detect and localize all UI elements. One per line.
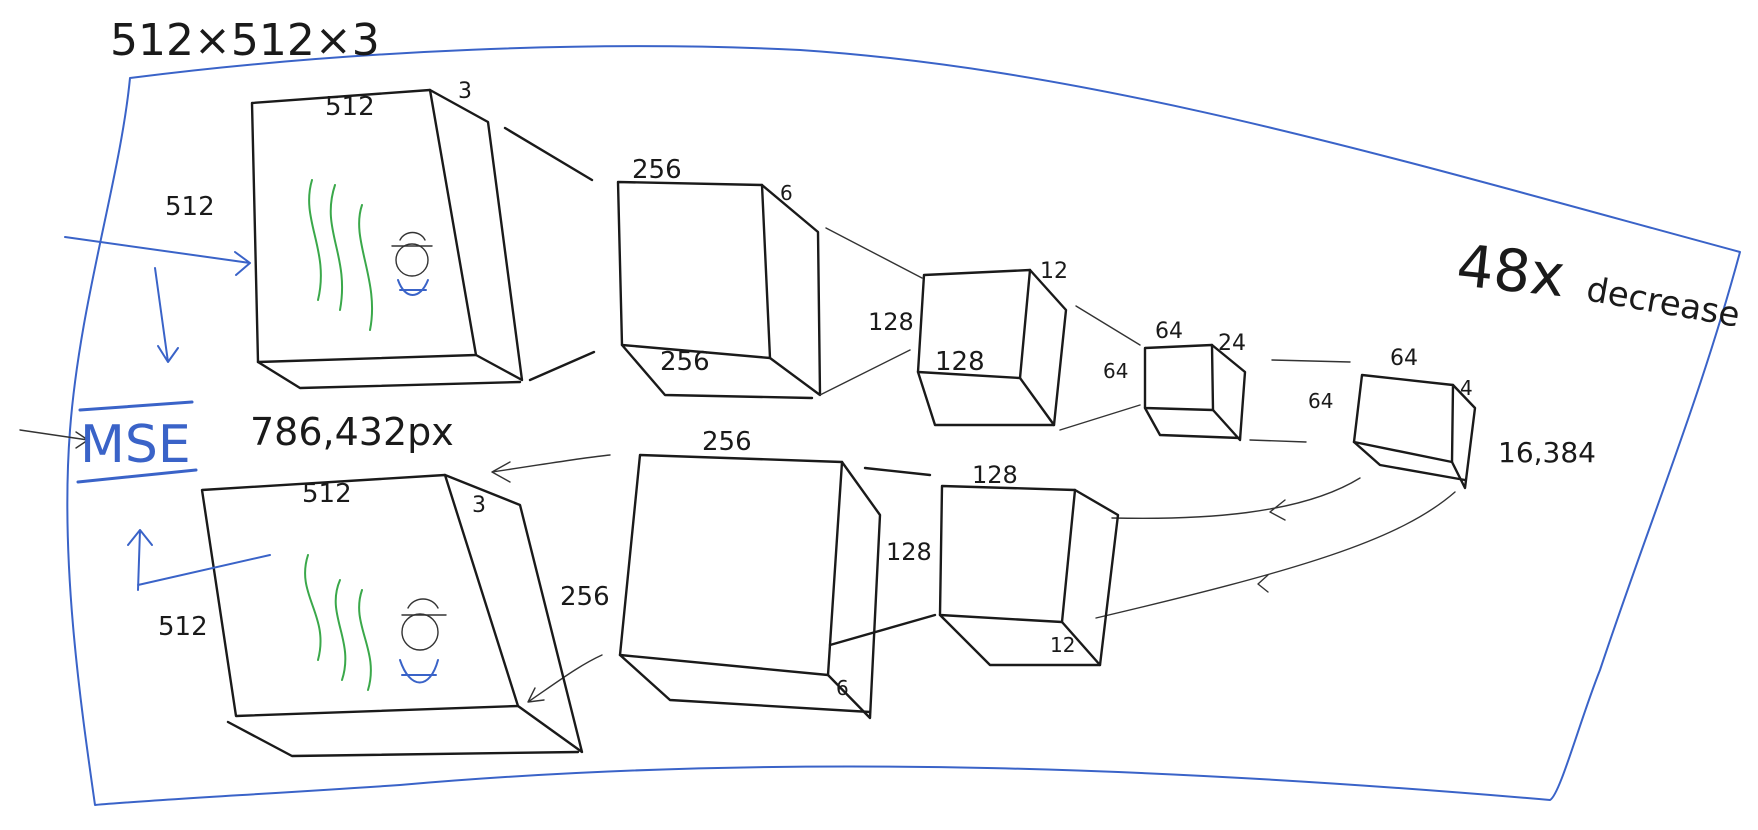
arrow-icon	[491, 454, 611, 483]
arrow-icon	[1095, 491, 1456, 619]
decoder-block-2	[618, 453, 882, 720]
enc1-depth: 3	[458, 79, 472, 104]
arrow-icon	[1111, 477, 1361, 521]
enc1-width: 512	[325, 92, 375, 122]
input-shape-label: 512×512×3	[110, 15, 380, 66]
encoder-block-1	[64, 88, 524, 390]
decoder-block-3	[938, 484, 1120, 667]
enc4-width: 64	[1155, 319, 1183, 344]
dec2-height: 256	[560, 582, 610, 612]
enc2-width: 256	[632, 155, 682, 185]
arrow-icon	[64, 236, 251, 276]
encoder-block-2	[616, 180, 822, 400]
latent-depth: 4	[1460, 376, 1473, 400]
latent-size: 16,384	[1498, 436, 1596, 469]
outer-boundary	[66, 45, 1741, 806]
enc2-depth: 6	[780, 181, 793, 205]
enc1-height: 512	[165, 192, 215, 222]
enc4-height: 64	[1103, 359, 1128, 383]
dec3-width: 128	[972, 461, 1018, 489]
decoder-output-block	[200, 473, 584, 758]
arrow-icon	[527, 654, 603, 703]
ratio-label: 48x	[1454, 231, 1569, 310]
mse-label: MSE	[80, 415, 191, 475]
dec3-height: 128	[886, 538, 932, 566]
pixel-count: 786,432px	[250, 410, 454, 454]
dec2-depth: 6	[836, 676, 849, 700]
decrease-label: decrease	[1583, 269, 1742, 335]
enc3-width: 128	[935, 347, 985, 377]
snake-doodle-icon	[308, 179, 374, 331]
latent-block	[1352, 373, 1477, 490]
enc3-depth: 12	[1040, 259, 1068, 284]
encoder-block-3	[916, 268, 1068, 427]
dec3-depth: 12	[1050, 633, 1075, 657]
arrow-icon	[127, 529, 271, 591]
person-doodle-icon	[399, 598, 447, 684]
arrow-icon	[154, 267, 179, 363]
arrow-icon	[19, 429, 89, 449]
latent-height: 64	[1308, 389, 1333, 413]
out-depth: 3	[472, 493, 486, 518]
latent-width: 64	[1390, 346, 1418, 371]
enc3-height: 128	[868, 308, 914, 336]
out-width: 512	[302, 479, 352, 509]
snake-doodle-icon	[304, 554, 372, 691]
enc2-height: 256	[660, 347, 710, 377]
encoder-block-4	[1143, 343, 1247, 442]
out-height: 512	[158, 612, 208, 642]
person-doodle-icon	[391, 231, 433, 296]
dec2-width: 256	[702, 427, 752, 457]
enc4-depth: 24	[1218, 331, 1246, 356]
